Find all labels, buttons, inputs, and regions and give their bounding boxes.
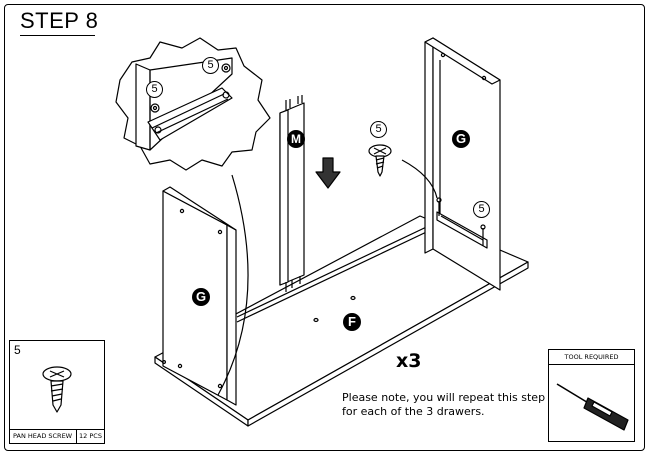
tool-heading: TOOL REQUIRED	[549, 350, 634, 365]
hardware-part-number: 5	[14, 343, 21, 357]
rear-rail	[236, 221, 438, 318]
screw-callout-center: 5	[370, 121, 387, 138]
screw-callout-detail-left: 5	[146, 81, 163, 98]
detail-magnifier	[115, 37, 271, 171]
bottom-panel-f	[154, 215, 529, 427]
repeat-multiplier: x3	[396, 350, 422, 372]
detail-leader-curve	[217, 174, 249, 396]
tool-box: TOOL REQUIRED	[548, 349, 635, 442]
screw-leader-curve	[401, 159, 438, 199]
bottom-panel-label: F	[343, 313, 361, 331]
screw-callout-right: 5	[473, 201, 490, 218]
pan-head-screw-icon	[368, 144, 392, 177]
hardware-box: 5 PAN HEAD SCREW 12 PCS	[9, 340, 105, 444]
step-title-underline	[20, 35, 95, 36]
left-side-panel-label: G	[192, 288, 210, 306]
screwdriver-icon	[556, 383, 629, 431]
back-panel-m	[279, 95, 305, 292]
instruction-sheet	[4, 4, 645, 451]
right-side-panel-g	[424, 37, 501, 291]
hardware-screw-icon	[42, 366, 72, 413]
repeat-note: Please note, you will repeat this step f…	[342, 391, 546, 418]
right-side-panel-label: G	[452, 130, 470, 148]
screw-callout-detail-right: 5	[202, 57, 219, 74]
hardware-footer: PAN HEAD SCREW 12 PCS	[10, 429, 104, 443]
hardware-count: 12 PCS	[76, 430, 104, 443]
rear-rail-edge	[236, 226, 438, 323]
insert-down-arrow-icon	[315, 157, 341, 189]
hardware-name: PAN HEAD SCREW	[13, 432, 73, 440]
step-title: STEP 8	[20, 8, 99, 33]
back-panel-label: M	[287, 130, 305, 148]
